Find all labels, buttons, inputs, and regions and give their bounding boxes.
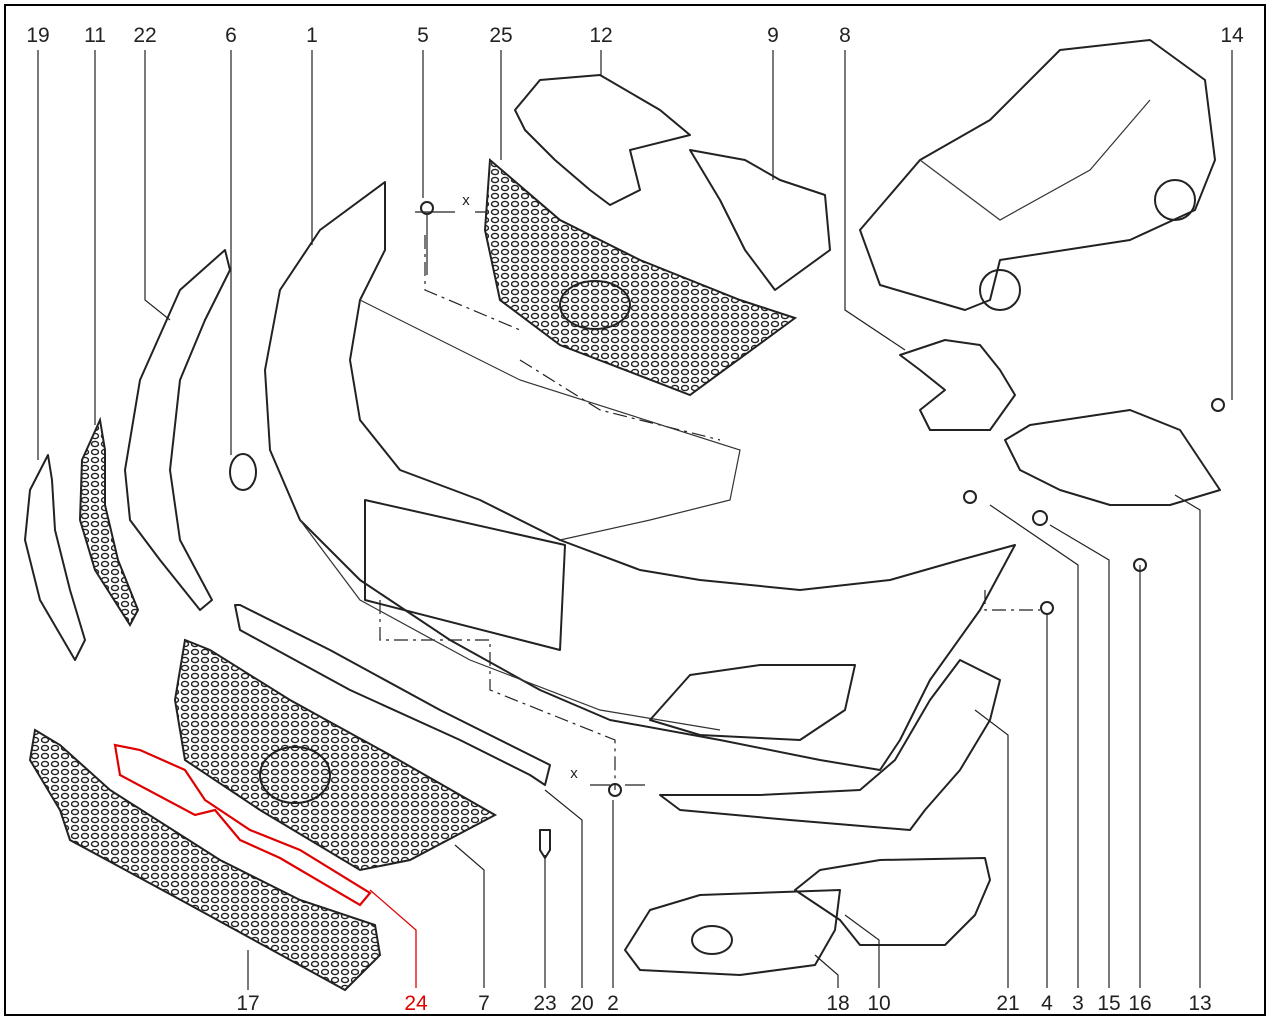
axis-mark-x-top: x [462,192,470,209]
callout-15: 15 [1097,992,1120,1015]
fastener-2 [608,783,622,797]
part-17-grille-mesh [28,728,382,992]
part-13-undertray [1004,409,1221,506]
assembly-lines [379,235,1040,790]
callout-9: 9 [767,24,779,47]
callout-18: 18 [826,992,849,1015]
part-20-lower-strip [234,604,551,786]
axis-mark-x-bottom: x [570,765,578,782]
part-10-fog-surround-right [794,857,991,946]
part-12-undertray [514,74,691,206]
callout-22: 22 [133,24,156,47]
diagram-frame [4,4,1266,1016]
top-callouts: 19 11 22 6 1 5 25 12 9 8 14 [26,24,1244,47]
part-8-bracket [899,339,1016,431]
part-7-lower-grille [173,638,498,872]
callout-24: 24 [404,992,428,1015]
bottom-callouts: 17 24 7 23 20 2 18 10 21 4 3 15 16 13 [236,992,1211,1015]
callout-11: 11 [84,24,106,47]
callout-2: 2 [607,992,619,1015]
fastener-3 [963,490,977,504]
part-22-absorber [124,249,231,611]
callout-10: 10 [867,992,890,1015]
part-25-upper-grille [483,157,798,397]
fastener-14 [1211,398,1225,412]
callout-21: 21 [996,992,1019,1015]
callout-12: 12 [589,24,612,47]
callout-25: 25 [489,24,512,47]
callout-8: 8 [839,24,851,47]
callout-7: 7 [478,992,490,1015]
fastener-23 [539,829,551,859]
callout-1: 1 [306,24,318,47]
part-9-bracket [689,149,831,291]
callout-17: 17 [236,992,259,1015]
part-24-grille-insert-highlighted [113,743,372,907]
part-1-bumper [264,181,1016,771]
callout-19: 19 [26,24,49,47]
callout-6: 6 [225,24,237,47]
part-21-side-trim [659,659,1001,831]
vehicle-overview [859,39,1216,311]
callout-13: 13 [1188,992,1211,1015]
callout-14: 14 [1220,24,1244,47]
fastener-15 [1032,510,1048,526]
part-11-side-grille [78,416,140,627]
callout-16: 16 [1128,992,1151,1015]
leader-24 [369,889,417,988]
fastener-5 [420,201,434,215]
callout-20: 20 [570,992,593,1015]
part-19-side-trim [24,454,86,661]
callout-4: 4 [1041,992,1053,1015]
callout-23: 23 [533,992,556,1015]
fastener-4 [1040,601,1054,615]
callout-3: 3 [1072,992,1084,1015]
fastener-16 [1133,558,1147,572]
fasteners [420,201,1225,859]
callout-5: 5 [417,24,429,47]
part-6-tow-cap [229,453,257,491]
part-18-fog-surround-left [624,889,841,976]
